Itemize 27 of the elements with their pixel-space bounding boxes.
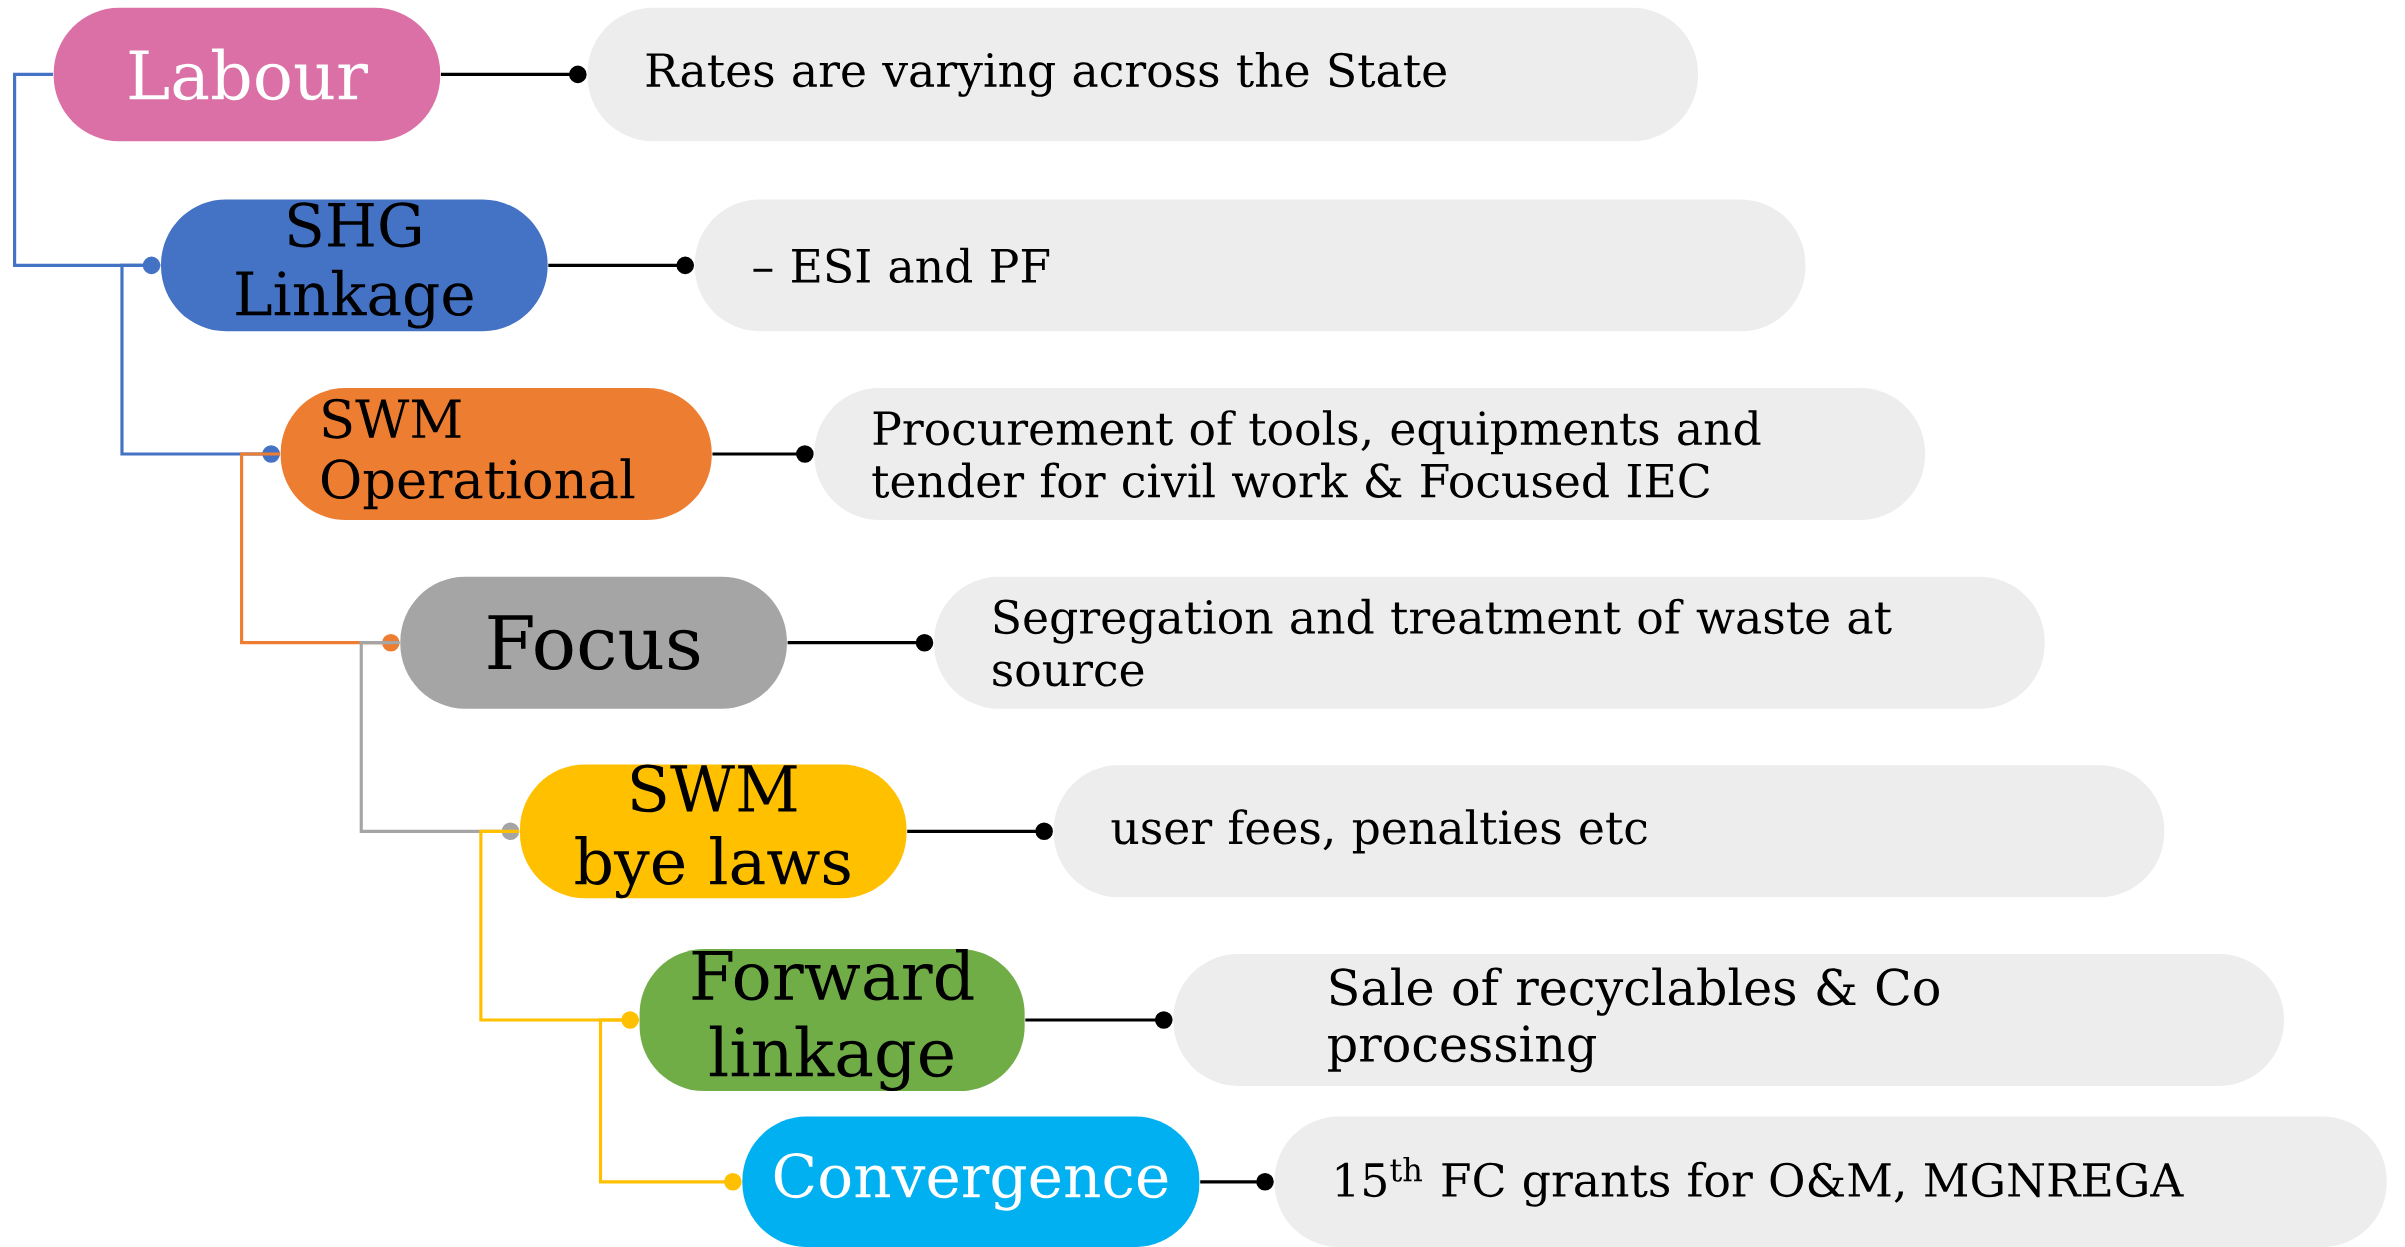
description-pill: Segregation and treatment of waste at source: [934, 576, 2045, 709]
description-pill: – ESI and PF: [694, 199, 1806, 332]
elbow-connector: [240, 452, 400, 652]
pill-box: SWM Operational: [280, 388, 712, 520]
description-pill: Rates are varying across the State: [587, 7, 1699, 142]
pill-box: Convergence: [742, 1116, 1200, 1247]
elbow-connector: [598, 1018, 742, 1191]
description-pill: Procurement of tools, equipments and tender for civil work & Focused IEC: [814, 388, 1926, 520]
description-pill: user fees, penalties etc: [1053, 765, 2165, 898]
pill-box: Labour: [53, 7, 441, 142]
elbow-connector: [479, 829, 639, 1029]
dot-connector: [1025, 1011, 1173, 1029]
dot-connector: [1200, 1173, 1274, 1191]
pill-box: SWM bye laws: [519, 764, 907, 899]
description-pill: Sale of recyclables & Co processing: [1173, 954, 2284, 1086]
elbow-connector: [13, 72, 161, 275]
elbow-connector: [359, 641, 520, 841]
dot-connector: [440, 65, 587, 84]
dot-connector: [712, 445, 814, 463]
dot-connector: [787, 633, 934, 652]
description-pill: 15$^{th}$ FC grants for O&M, MGNREGA: [1274, 1116, 2387, 1247]
elbow-connector: [120, 263, 280, 463]
dot-connector: [548, 256, 695, 275]
dot-connector: [907, 822, 1053, 841]
pill-box: SHG Linkage: [161, 199, 548, 332]
pill-box: Forward linkage: [639, 948, 1025, 1092]
pill-box: Focus: [400, 576, 787, 709]
